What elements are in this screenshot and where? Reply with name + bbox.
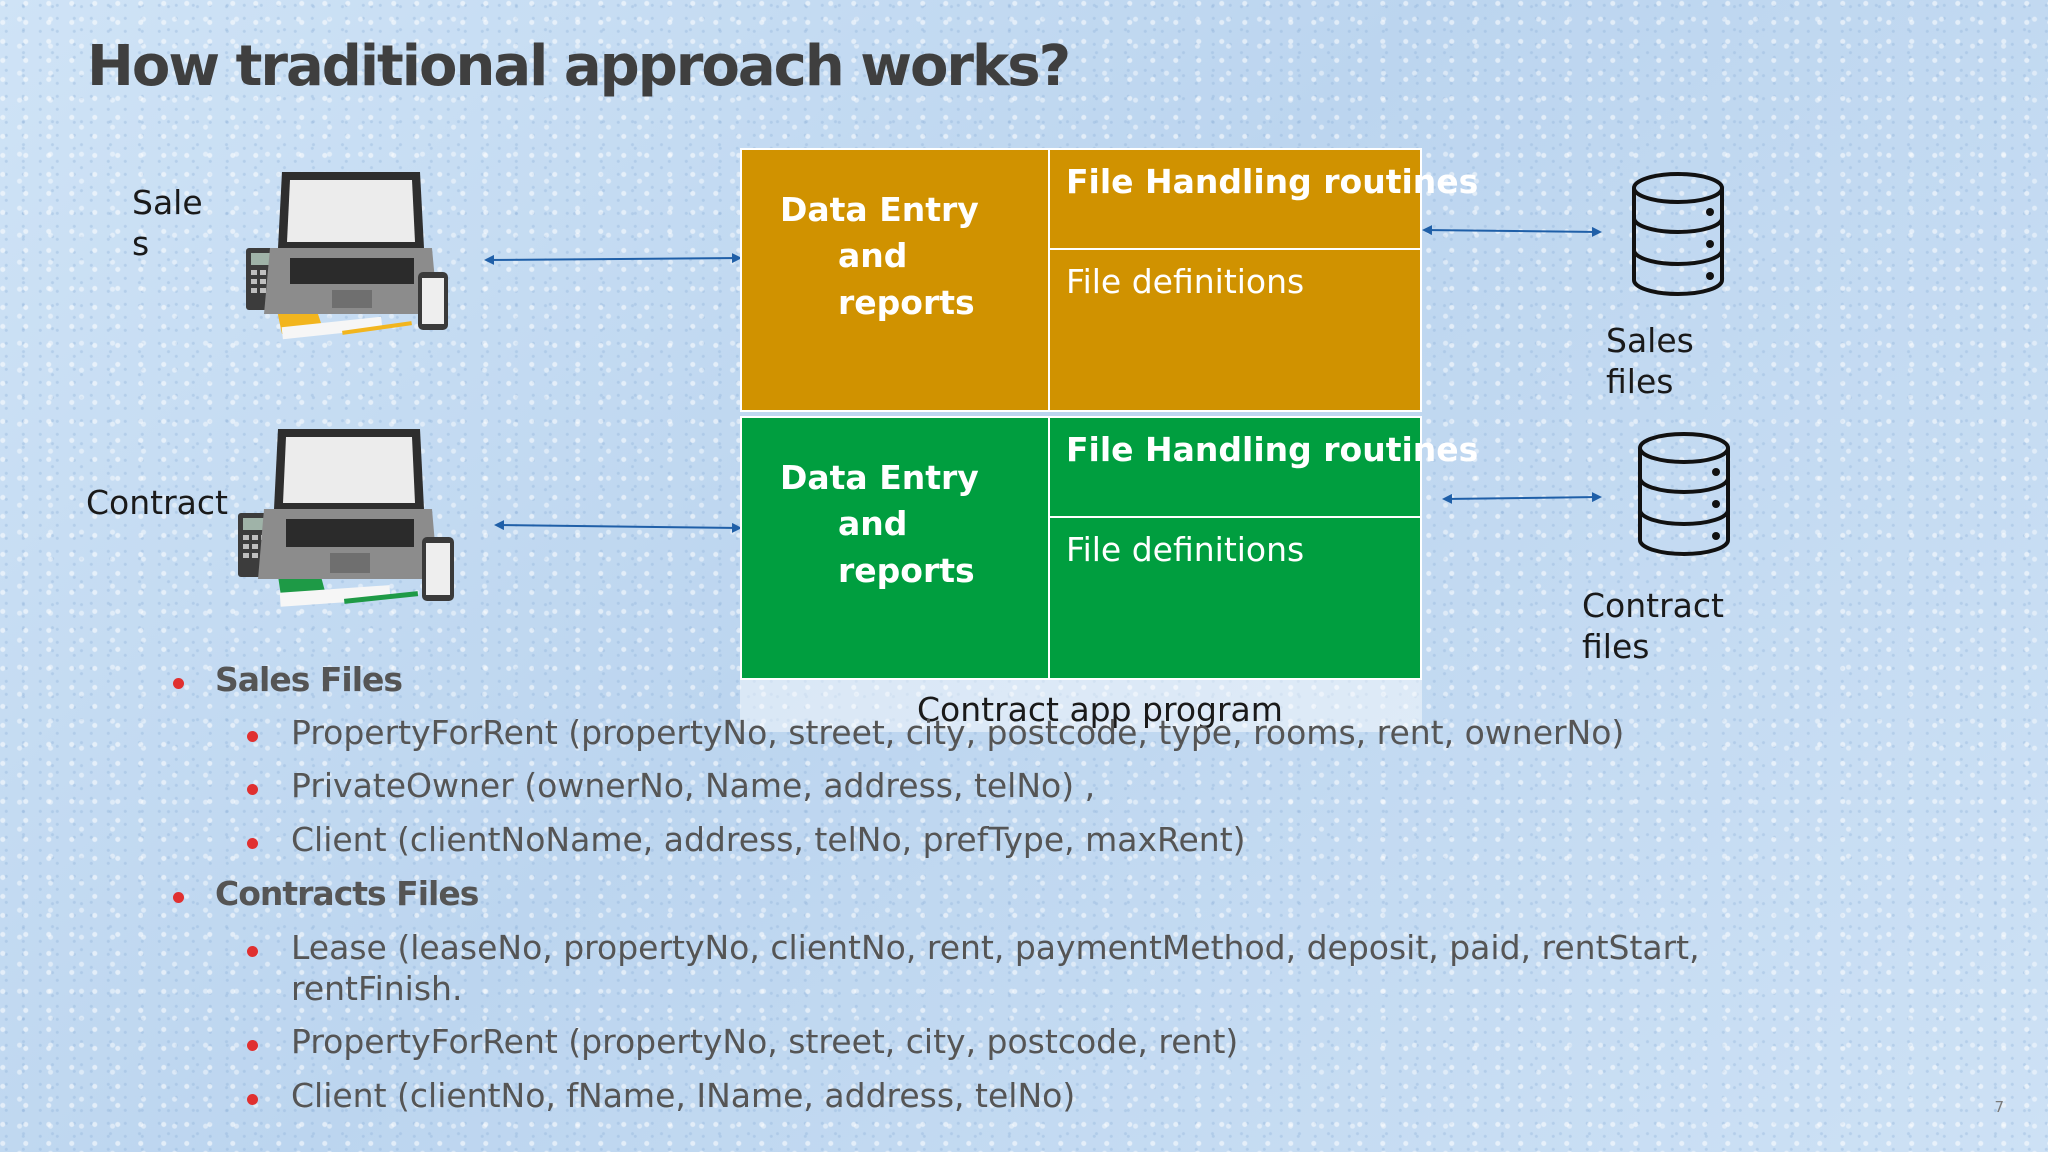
sales-file-handling-box: File Handling routines [1048,148,1478,250]
list-item: PropertyForRent (propertyNo, street, cit… [291,1022,1239,1061]
bullet-dot [247,838,258,849]
data-entry-label: and [838,504,908,543]
list-item: Client (clientNo, fName, IName, address,… [291,1076,1076,1115]
data-entry-label: Data Entry [780,458,979,497]
bullet-dot [247,946,258,957]
bullet-dot [173,678,184,689]
database-icon [1632,172,1724,296]
contract-user-arrow [494,520,742,533]
sales-files-heading: Sales Files [215,660,403,699]
file-definitions-label: File definitions [1066,262,1305,301]
bullet-dot [247,784,258,795]
list-item: Lease (leaseNo, propertyNo, clientNo, re… [291,928,1700,967]
contract-data-entry-box: Data Entry and reports [740,416,1052,680]
bullet-dot [247,1040,258,1051]
list-item: PropertyForRent (propertyNo, street, cit… [291,713,1625,752]
contract-file-definitions-box: File definitions [1048,516,1422,680]
bullet-dot [173,892,184,903]
slide-title: How traditional approach works? [87,34,1071,99]
page-number: 7 [1994,1098,2004,1116]
list-item: Client (clientNoName, address, telNo, pr… [291,820,1246,859]
data-entry-label: reports [838,283,975,322]
data-entry-label: and [838,236,908,275]
program-caption-strip [740,680,1422,732]
list-item-continuation: rentFinish. [291,969,463,1008]
sales-file-definitions-box: File definitions [1048,248,1422,412]
file-handling-label: File Handling routines [1066,430,1479,469]
sales-user-arrow [484,253,742,265]
contract-user-label: Contract [86,483,228,522]
bullet-dot [247,1094,258,1105]
sales-user-label: Sale s [132,183,203,263]
file-handling-label: File Handling routines [1066,162,1479,201]
contract-file-handling-box: File Handling routines [1048,416,1478,518]
laptop-icon [246,172,448,340]
file-definitions-label: File definitions [1066,530,1305,569]
sales-files-label: Sales files [1606,321,1694,401]
sales-data-entry-box: Data Entry and reports [740,148,1052,412]
bullet-list: Sales Files PropertyForRent (propertyNo,… [165,656,1700,1126]
sales-files-arrow [1422,225,1602,237]
bullet-dot [247,731,258,742]
list-item: PrivateOwner (ownerNo, Name, address, te… [291,766,1096,805]
data-entry-label: reports [838,551,975,590]
contracts-files-heading: Contracts Files [215,874,479,913]
laptop-icon [238,429,454,607]
contract-files-label: Contract files [1582,586,1724,666]
data-entry-label: Data Entry [780,190,979,229]
program-caption: Contract app program [917,690,1283,729]
contract-files-arrow [1442,492,1602,504]
database-icon [1638,432,1730,556]
